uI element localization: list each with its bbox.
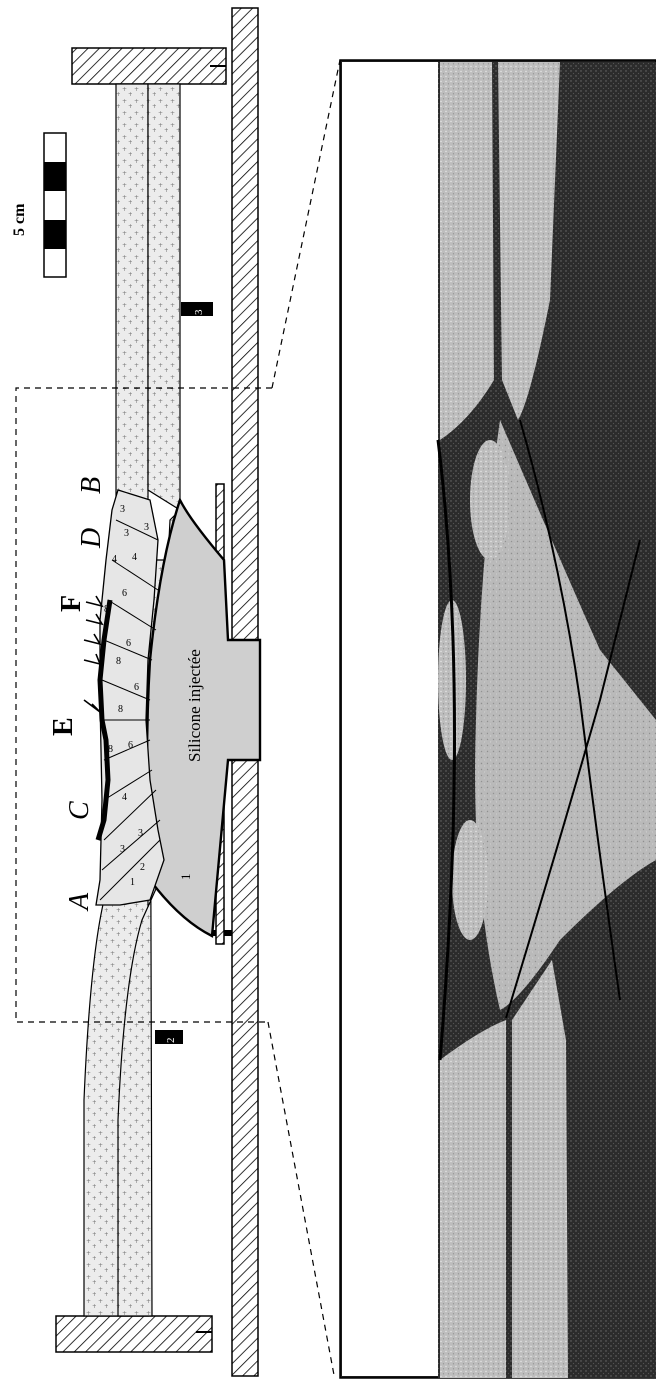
marker-2: 2 (155, 1030, 183, 1044)
svg-text:2: 2 (165, 1038, 177, 1044)
label-F: F (56, 595, 87, 612)
end-wall-bottom (56, 1316, 212, 1352)
layer-number: 1 (130, 877, 135, 888)
layer-number: 4 (132, 552, 137, 563)
svg-text:1: 1 (178, 874, 193, 881)
layer-number: 6 (122, 588, 127, 599)
structure-labels: A C E F D B (48, 477, 107, 912)
layer-number: 6 (126, 638, 131, 649)
layer-number: 8 (108, 744, 113, 755)
svg-text:3: 3 (193, 309, 205, 315)
layer-number: 8 (104, 604, 109, 615)
layer-number: 3 (138, 828, 143, 839)
experiment-photo (340, 60, 656, 1378)
layer-number: 3 (144, 522, 149, 533)
marker-1: 1 (178, 874, 193, 881)
layer-number: 6 (128, 740, 133, 751)
layer-number: 3 (120, 844, 125, 855)
silicone-label: Silicone injectée (185, 649, 204, 762)
layer-number: 6 (134, 682, 139, 693)
layer-number: 8 (116, 656, 121, 667)
end-wall-top (72, 48, 226, 84)
label-E: E (48, 717, 79, 736)
layer-number: 2 (140, 862, 145, 873)
layer-number: 4 (112, 554, 117, 565)
label-B: B (76, 477, 107, 494)
marker-3: 3 (181, 302, 213, 316)
layer-number: 3 (124, 528, 129, 539)
layer-number: 3 (120, 504, 125, 515)
scale-bar (44, 133, 66, 277)
scale-bar-label: 5 cm (11, 203, 28, 236)
layer-number: 4 (122, 792, 127, 803)
label-C: C (64, 801, 95, 820)
label-A: A (64, 892, 95, 912)
label-D: D (76, 528, 107, 549)
layer-number: 8 (118, 704, 123, 715)
